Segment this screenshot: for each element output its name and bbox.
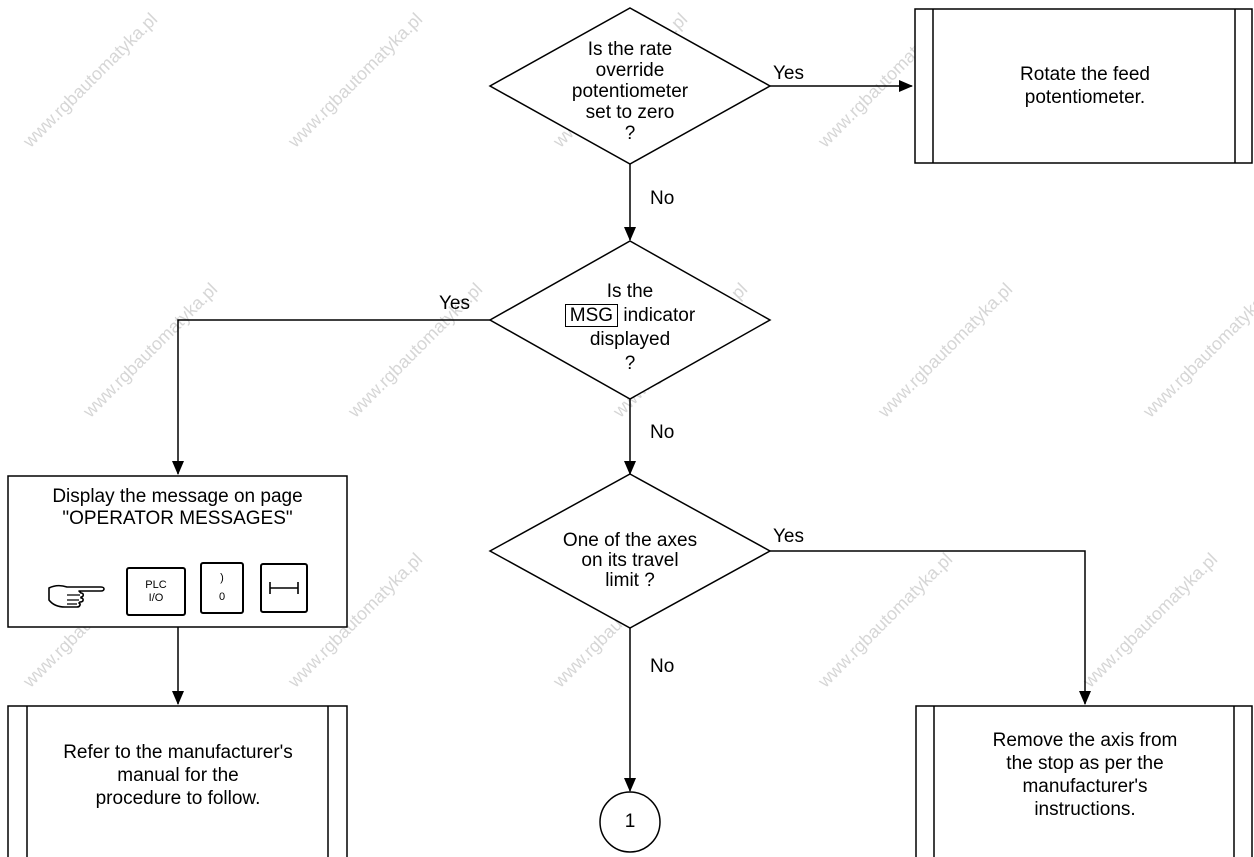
decision-msg-line4: ?	[624, 353, 636, 374]
msg-indicator-label: MSG	[564, 304, 619, 327]
refer-manual-line1: Refer to the manufacturer's	[63, 742, 293, 763]
rotate-feed-line2: potentiometer.	[1024, 87, 1146, 108]
decision-msg-line1: Is the	[606, 281, 654, 302]
paren-zero-key-bottom: 0	[218, 591, 226, 603]
enter-key-icon	[269, 582, 299, 594]
decision-rate-line1: Is the rate	[587, 39, 673, 60]
connector-circle	[599, 791, 661, 853]
decision-msg-line3: displayed	[589, 329, 671, 350]
decision-rate-override: Is the rate override potentiometer set t…	[560, 39, 700, 144]
paren-zero-key-top: )	[220, 572, 224, 584]
process-display-message: Display the message on page "OPERATOR ME…	[10, 486, 345, 530]
process-refer-manual: Refer to the manufacturer's manual for t…	[28, 741, 328, 810]
arrow-travel-yes	[770, 550, 1091, 705]
display-message-line1: Display the message on page	[52, 486, 303, 507]
process-rotate-feed: Rotate the feed potentiometer.	[935, 63, 1235, 109]
remove-axis-line3: manufacturer's	[1022, 776, 1148, 797]
decision-msg-indicator: Is the MSG indicator displayed ?	[535, 280, 725, 376]
connector-label: 1	[624, 811, 636, 832]
remove-axis-line1: Remove the axis from	[992, 730, 1178, 751]
paren-zero-key: ) 0	[200, 562, 244, 614]
refer-manual-line3: procedure to follow.	[95, 788, 261, 809]
remove-axis-line2: the stop as per the	[1006, 753, 1164, 774]
label-no-msg: No	[650, 422, 675, 443]
process-remove-axis: Remove the axis from the stop as per the…	[935, 729, 1235, 821]
enter-key	[260, 563, 308, 613]
plc-io-key-top: PLC	[145, 578, 167, 591]
label-yes-rate: Yes	[773, 63, 804, 84]
display-message-line2: "OPERATOR MESSAGES"	[62, 508, 293, 529]
pointing-hand-icon	[48, 584, 105, 608]
plc-io-key: PLC I/O	[126, 567, 186, 616]
decision-rate-line5: ?	[624, 123, 636, 144]
decision-rate-line2: override	[595, 60, 665, 81]
label-no-rate: No	[650, 188, 675, 209]
decision-msg-line2-rest: indicator	[623, 305, 696, 326]
decision-travel-line1: One of the axes	[562, 530, 698, 551]
decision-travel-line2: on its travel	[581, 550, 679, 571]
process-refer-manual-shape	[7, 705, 348, 857]
label-yes-travel: Yes	[773, 526, 804, 547]
arrow-msg-yes	[172, 319, 490, 475]
remove-axis-line4: instructions.	[1034, 799, 1136, 820]
process-remove-axis-shape	[915, 705, 1253, 857]
rotate-feed-line1: Rotate the feed	[1020, 64, 1150, 85]
refer-manual-line2: manual for the	[117, 765, 239, 786]
decision-travel-line3: limit ?	[605, 570, 655, 591]
decision-rate-line4: set to zero	[585, 102, 675, 123]
plc-io-key-bottom: I/O	[148, 591, 164, 604]
decision-travel-limit: One of the axes on its travel limit ?	[540, 531, 720, 591]
label-no-travel: No	[650, 656, 675, 677]
process-rotate-feed-shape	[914, 8, 1253, 164]
decision-rate-line3: potentiometer	[571, 81, 689, 102]
label-yes-msg: Yes	[439, 293, 470, 314]
